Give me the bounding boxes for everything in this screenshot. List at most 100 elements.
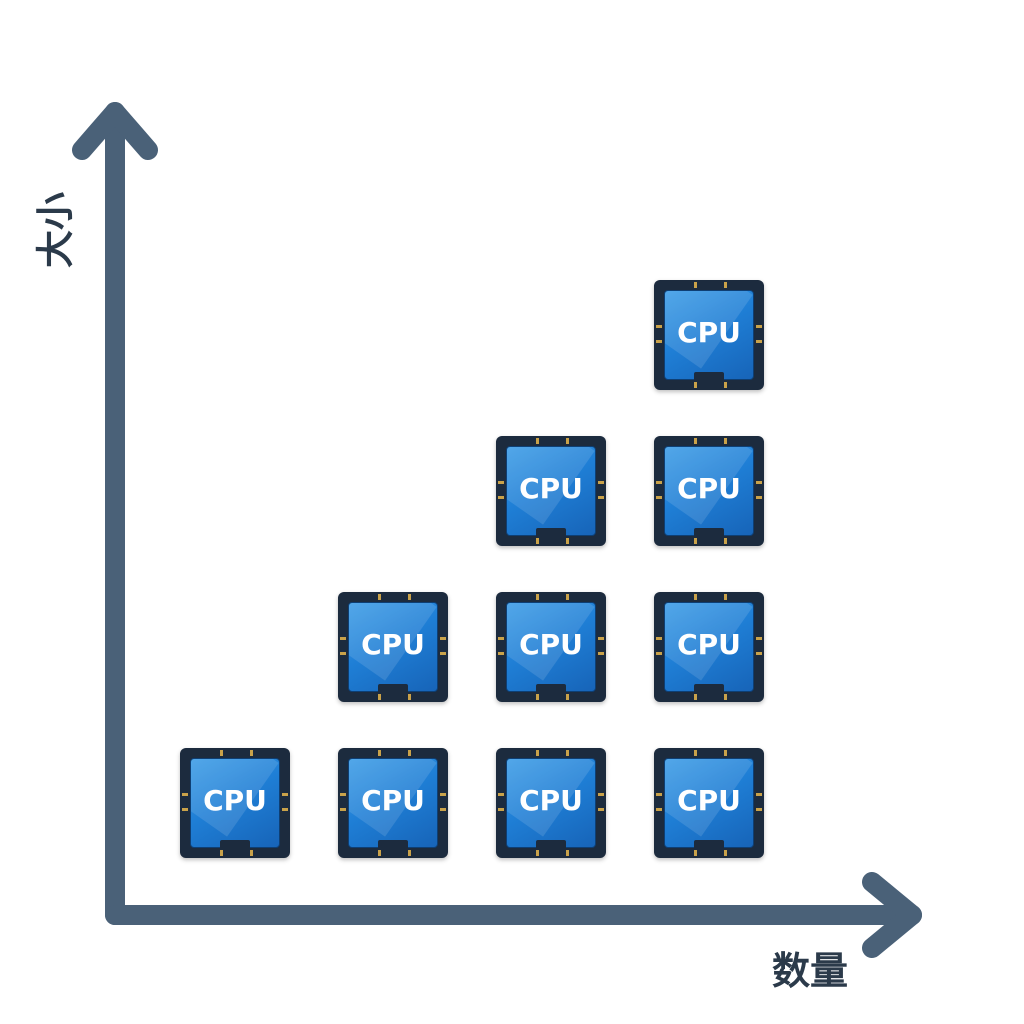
cpu-pin	[220, 850, 223, 856]
cpu-pin	[756, 481, 762, 484]
cpu-pin	[756, 637, 762, 640]
cpu-pin	[756, 793, 762, 796]
cpu-pin	[378, 850, 381, 856]
cpu-pin	[598, 652, 604, 655]
cpu-pin	[536, 694, 539, 700]
cpu-pin	[724, 538, 727, 544]
cpu-pin	[656, 340, 662, 343]
cpu-die	[664, 290, 754, 380]
cpu-pin	[756, 652, 762, 655]
cpu-pin	[598, 496, 604, 499]
cpu-pin	[694, 850, 697, 856]
cpu-pin	[340, 808, 346, 811]
cpu-notch	[694, 684, 724, 692]
y-axis-arrowhead	[72, 102, 158, 160]
cpu-notch	[536, 840, 566, 848]
cpu-pin	[182, 793, 188, 796]
cpu-pin	[656, 652, 662, 655]
cpu-die	[506, 446, 596, 536]
cpu-chip: CPU	[496, 436, 606, 546]
cpu-die	[506, 758, 596, 848]
cpu-pin	[250, 750, 253, 756]
cpu-pin	[656, 325, 662, 328]
cpu-pin	[220, 750, 223, 756]
cpu-pin	[408, 750, 411, 756]
cpu-pin	[566, 594, 569, 600]
cpu-pin	[598, 637, 604, 640]
cpu-label: CPU	[677, 316, 741, 349]
cpu-chip: CPU	[654, 592, 764, 702]
cpu-pin	[498, 496, 504, 499]
cpu-pin	[498, 637, 504, 640]
cpu-notch	[694, 528, 724, 536]
cpu-pin	[694, 382, 697, 388]
cpu-pin	[498, 793, 504, 796]
cpu-notch	[694, 372, 724, 380]
cpu-chip: CPU	[338, 748, 448, 858]
cpu-pin	[378, 694, 381, 700]
x-axis-label: 数量	[772, 949, 849, 993]
cpu-pin	[656, 637, 662, 640]
cpu-pin	[694, 438, 697, 444]
cpu-pin	[656, 496, 662, 499]
cpu-pin	[724, 382, 727, 388]
cpu-die	[664, 602, 754, 692]
cpu-pin	[756, 808, 762, 811]
cpu-pin	[756, 325, 762, 328]
cpu-pin	[536, 594, 539, 600]
cpu-die	[664, 446, 754, 536]
cpu-pin	[378, 750, 381, 756]
cpu-pin	[598, 793, 604, 796]
cpu-die	[348, 758, 438, 848]
cpu-chip: CPU	[496, 592, 606, 702]
cpu-pin	[378, 594, 381, 600]
cpu-pin	[724, 694, 727, 700]
cpu-pin	[756, 340, 762, 343]
cpu-pin	[656, 481, 662, 484]
cpu-pin	[340, 793, 346, 796]
cpu-pin	[440, 652, 446, 655]
cpu-die	[348, 602, 438, 692]
cpu-pin	[694, 282, 697, 288]
cpu-notch	[694, 840, 724, 848]
cpu-pin	[566, 438, 569, 444]
cpu-pin	[694, 694, 697, 700]
cpu-pin	[694, 594, 697, 600]
cpu-label: CPU	[519, 472, 583, 505]
cpu-pin	[182, 808, 188, 811]
cpu-chip: CPU	[654, 436, 764, 546]
cpu-pin	[498, 481, 504, 484]
cpu-notch	[220, 840, 250, 848]
cpu-pin	[408, 694, 411, 700]
cpu-label: CPU	[519, 628, 583, 661]
cpu-label: CPU	[677, 784, 741, 817]
cpu-pin	[566, 850, 569, 856]
cpu-pin	[694, 750, 697, 756]
cpu-pin	[440, 793, 446, 796]
cpu-pin	[724, 594, 727, 600]
cpu-pin	[566, 538, 569, 544]
cpu-pin	[250, 850, 253, 856]
cpu-pin	[724, 282, 727, 288]
cpu-label: CPU	[203, 784, 267, 817]
cpu-pin	[408, 594, 411, 600]
cpu-pin	[598, 808, 604, 811]
cpu-notch	[536, 684, 566, 692]
cpu-label: CPU	[361, 628, 425, 661]
cpu-label: CPU	[361, 784, 425, 817]
cpu-label: CPU	[677, 628, 741, 661]
cpu-chip: CPU	[654, 280, 764, 390]
cpu-label: CPU	[677, 472, 741, 505]
cpu-die	[506, 602, 596, 692]
cpu-pin	[440, 637, 446, 640]
cpu-pin	[498, 808, 504, 811]
cpu-pin	[694, 538, 697, 544]
cpu-pin	[408, 850, 411, 856]
cpu-pin	[282, 808, 288, 811]
cpu-pin	[340, 637, 346, 640]
cpu-chip: CPU	[338, 592, 448, 702]
cpu-pin	[566, 750, 569, 756]
cpu-chip: CPU	[180, 748, 290, 858]
